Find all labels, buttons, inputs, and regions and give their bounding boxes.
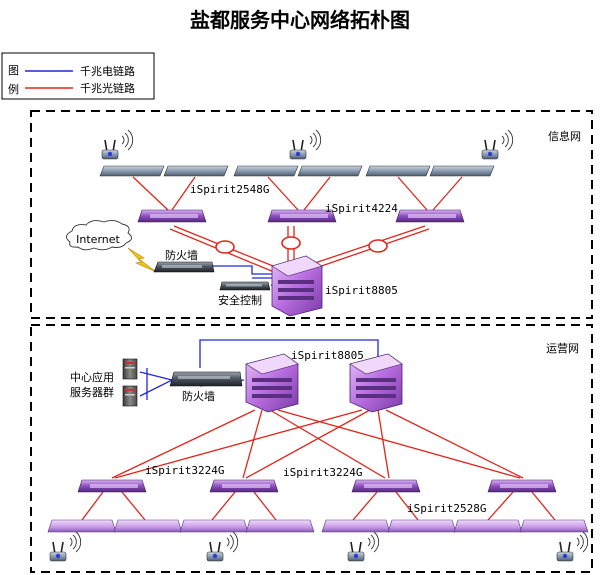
server-icon xyxy=(122,358,138,380)
firewall-bottom-label: 防火墙 xyxy=(182,389,215,403)
core-bottom-label: iSpirit8805 xyxy=(291,349,364,362)
core-top-label: iSpirit8805 xyxy=(325,284,398,297)
firewall-top-label: 防火墙 xyxy=(165,248,198,262)
legend-optical-label: 千兆光链路 xyxy=(80,81,135,95)
core-switch-a-icon xyxy=(245,353,299,413)
wireless-ap-icon xyxy=(289,129,322,160)
server-group-label-2: 服务器群 xyxy=(70,385,114,399)
legend-heading-2: 例 xyxy=(8,82,19,96)
firewall-bottom-icon xyxy=(169,371,243,387)
security-control-icon xyxy=(219,281,271,291)
legend-electric-label: 千兆电链路 xyxy=(80,64,135,78)
legend: 图 例 千兆电链路 千兆光链路 xyxy=(1,52,155,100)
wireless-ap-icon xyxy=(556,531,589,562)
internet-cloud-icon: Internet xyxy=(66,219,132,251)
zone-info-label: 信息网 xyxy=(548,129,581,143)
links-info-zone xyxy=(132,176,463,286)
internet-label: Internet xyxy=(76,233,120,246)
links-ops-zone xyxy=(81,339,556,521)
access-switch-icon xyxy=(99,165,495,177)
aggregation-switch-icon xyxy=(137,209,465,223)
wireless-ap-icon xyxy=(101,129,134,160)
ops-zone-devices: 中心应用 服务器群 防火墙 xyxy=(47,349,589,562)
legend-box xyxy=(1,52,155,100)
agg-left-label: iSpirit2548G xyxy=(190,183,269,196)
info-zone-devices: Internet 防火墙 安全控制 xyxy=(66,129,514,317)
wireless-ap-icon xyxy=(206,531,239,562)
core-switch-b-icon xyxy=(349,353,403,413)
server-group-label-1: 中心应用 xyxy=(70,370,114,384)
wireless-ap-icon xyxy=(481,129,514,160)
access-switch-ops-icon xyxy=(47,519,589,533)
zone-info-box xyxy=(30,110,593,319)
wireless-ap-icon xyxy=(49,531,82,562)
dist-1-label: iSpirit3224G xyxy=(145,464,224,477)
legend-heading-1: 图 xyxy=(8,64,19,77)
dist-2-label: iSpirit3224G xyxy=(283,466,362,479)
lightning-bolt-icon xyxy=(127,247,157,273)
page-title: 盐都服务中心网络拓朴图 xyxy=(190,8,410,32)
dist-3-label: iSpirit2528G xyxy=(407,502,486,515)
wireless-ap-icon xyxy=(347,531,380,562)
zone-ops-box xyxy=(30,324,593,573)
security-control-label: 安全控制 xyxy=(218,293,262,307)
agg-right-label: iSpirit4224 xyxy=(325,202,398,215)
zone-ops-label: 运营网 xyxy=(546,341,579,355)
server-icon xyxy=(122,385,138,407)
core-switch-top-icon xyxy=(271,255,323,317)
distribution-switch-icon xyxy=(77,479,557,493)
firewall-top-icon xyxy=(153,261,215,273)
